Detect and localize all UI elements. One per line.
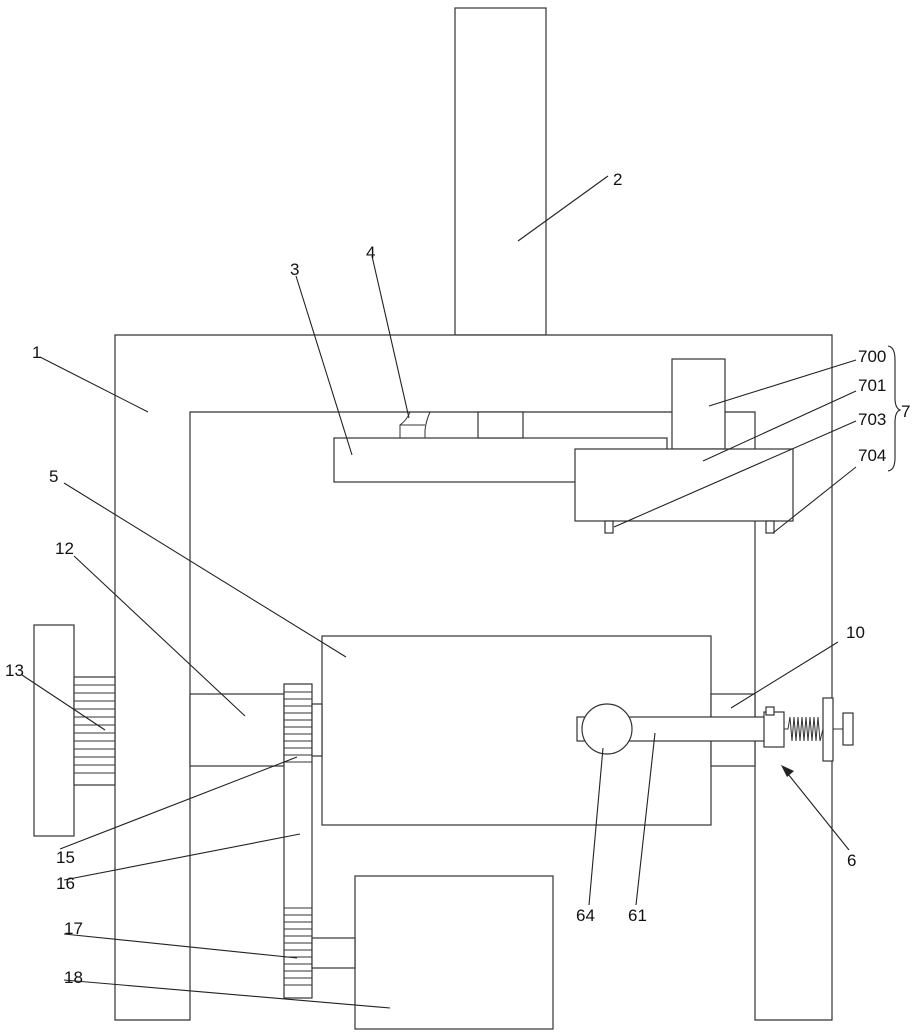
label-6: 6: [847, 851, 856, 870]
label-18: 18: [64, 968, 83, 987]
label-2: 2: [613, 170, 622, 189]
label-703: 703: [858, 410, 886, 429]
label-12: 12: [55, 539, 74, 558]
label-17: 17: [64, 919, 83, 938]
shaft-part-17: [312, 938, 355, 968]
label-64: 64: [576, 906, 595, 925]
motor-box-part-18: [355, 876, 553, 1029]
block-upper-a: [478, 412, 523, 438]
foot-part-703: [605, 521, 613, 533]
label-13: 13: [5, 661, 24, 680]
label-61: 61: [628, 906, 647, 925]
rack-part-16: [284, 684, 312, 998]
knob-part-64: [582, 704, 632, 754]
label-5: 5: [49, 467, 58, 486]
connector-rack-block: [312, 704, 322, 756]
label-704: 704: [858, 446, 886, 465]
label-16: 16: [56, 874, 75, 893]
label-3: 3: [290, 260, 299, 279]
lock-housing: [764, 712, 784, 747]
box-part-701: [575, 449, 793, 521]
lock-plate: [823, 698, 833, 761]
label-1: 1: [32, 343, 41, 362]
lock-cap: [766, 707, 774, 715]
label-15: 15: [56, 848, 75, 867]
column-part-2: [455, 8, 546, 335]
foot-part-704: [766, 521, 774, 533]
lock-knob: [843, 713, 853, 745]
label-700: 700: [858, 347, 886, 366]
label-4: 4: [366, 243, 375, 262]
label-10: 10: [846, 623, 865, 642]
nozzle-part-4: [400, 412, 430, 438]
handwheel-part-13: [34, 625, 74, 836]
guide-part-12: [190, 694, 284, 766]
label-7: 7: [901, 402, 910, 421]
label-701: 701: [858, 376, 886, 395]
